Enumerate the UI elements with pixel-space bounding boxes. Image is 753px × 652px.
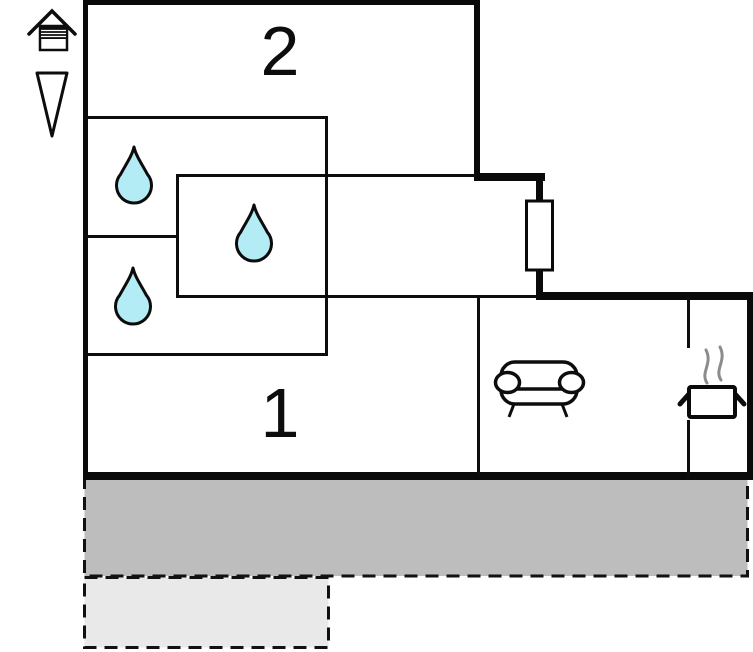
interior-walls xyxy=(85,116,690,477)
wall-step-top xyxy=(474,173,545,181)
wall-left xyxy=(83,0,88,479)
exterior-walls xyxy=(83,0,753,480)
wall-bathroom-bottom xyxy=(85,353,328,356)
wall-hallway-bottom xyxy=(176,295,540,298)
wall-hallway-top xyxy=(176,174,477,177)
wall-bathroom-right xyxy=(325,116,328,356)
house-icon xyxy=(27,8,77,52)
steam-icon xyxy=(703,348,710,385)
wall-bathroom-top xyxy=(85,116,328,119)
wall-upper-right xyxy=(474,0,480,179)
wall-bottom xyxy=(83,472,753,480)
water-drop-icon xyxy=(115,145,153,205)
room-2-label: 2 xyxy=(260,12,300,90)
north-arrow-icon xyxy=(35,71,69,138)
terrace-area xyxy=(83,475,749,578)
wall-top xyxy=(83,0,480,5)
wall-bathroom-divider xyxy=(85,235,178,238)
water-drop-icon xyxy=(114,266,152,326)
cooking-pot-icon xyxy=(677,345,747,419)
wall-living-partition xyxy=(477,295,480,477)
wall-mid-horizontal xyxy=(536,292,753,300)
window-icon xyxy=(525,199,554,272)
sofa-icon xyxy=(493,360,586,418)
room-1-label: 1 xyxy=(260,374,300,452)
wall-right xyxy=(747,292,753,479)
wall-kitchen-partition-upper xyxy=(687,297,690,348)
wall-hallway-left xyxy=(176,174,179,298)
wall-kitchen-partition-lower xyxy=(687,420,690,477)
steam-icon xyxy=(717,345,724,382)
water-drop-icon xyxy=(235,203,273,263)
patio-area xyxy=(83,576,330,649)
